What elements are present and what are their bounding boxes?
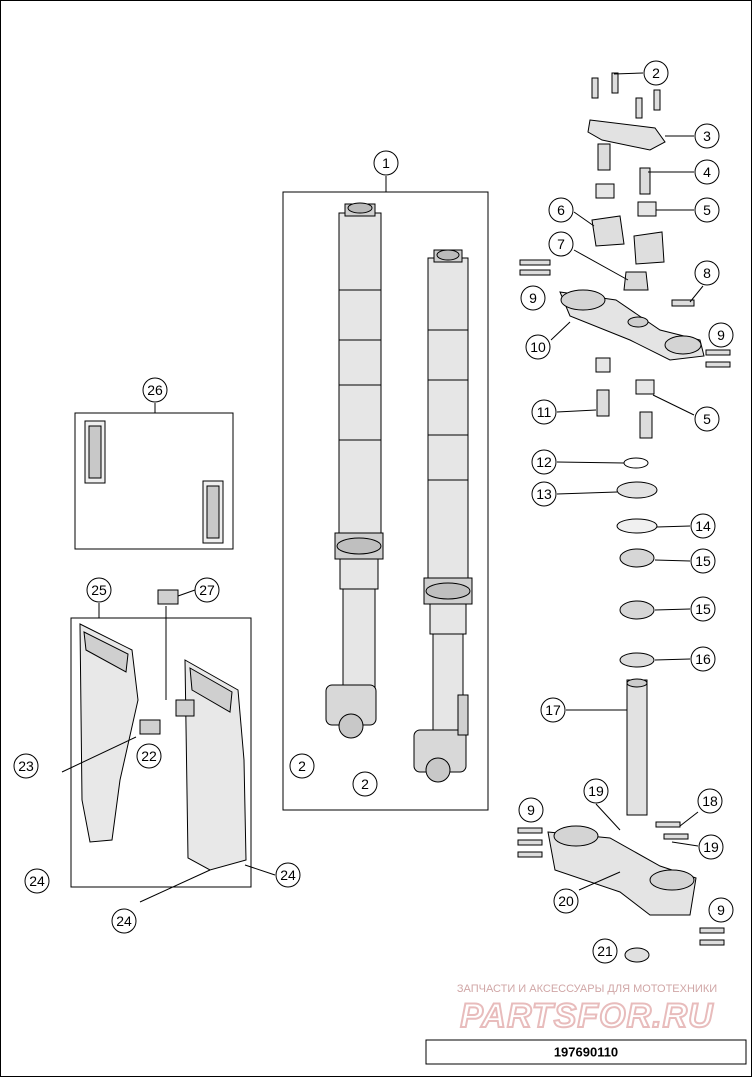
svg-text:17: 17 [545, 702, 561, 718]
svg-text:4: 4 [703, 164, 711, 180]
svg-text:13: 13 [536, 486, 552, 502]
fork-guards [79, 589, 247, 871]
callout-14: 14 [690, 513, 716, 539]
svg-text:2: 2 [361, 776, 369, 792]
callout-9d: 9 [708, 897, 734, 923]
callout-5b: 5 [694, 406, 720, 432]
callout-15a: 15 [690, 548, 716, 574]
svg-text:23: 23 [18, 758, 34, 774]
callout-8: 8 [694, 260, 720, 286]
callout-1: 1 [373, 150, 399, 176]
svg-text:26: 26 [147, 382, 163, 398]
fork-stickers [84, 420, 224, 544]
svg-text:5: 5 [703, 411, 711, 427]
svg-text:7: 7 [557, 236, 565, 252]
svg-text:19: 19 [588, 783, 604, 799]
svg-text:21: 21 [597, 943, 613, 959]
svg-text:22: 22 [141, 748, 157, 764]
callout-24a: 24 [24, 868, 50, 894]
upper-triple-clamp [559, 289, 731, 368]
svg-text:10: 10 [530, 339, 546, 355]
fork-leg-right [413, 249, 473, 783]
callout-12: 12 [531, 449, 557, 475]
svg-text:12: 12 [536, 454, 552, 470]
callout-10: 10 [525, 334, 551, 360]
steering-stem-parts [595, 357, 658, 816]
svg-text:2: 2 [298, 758, 306, 774]
callout-21: 21 [592, 938, 618, 964]
svg-text:19: 19 [703, 839, 719, 855]
svg-text:11: 11 [537, 404, 552, 420]
fork-guard-box [70, 617, 252, 888]
lower-triple-clamp [517, 821, 725, 963]
svg-text:24: 24 [280, 867, 296, 883]
callout-27: 27 [194, 577, 220, 603]
callout-2c: 2 [352, 771, 378, 797]
callout-18: 18 [697, 788, 723, 814]
callout-9c: 9 [518, 797, 544, 823]
callout-25: 25 [86, 577, 112, 603]
watermark-subtitle: ЗАПЧАСТИ И АКСЕССУАРЫ ДЛЯ МОТОТЕХНИКИ [457, 983, 717, 995]
callout-4: 4 [694, 159, 720, 185]
handlebar-clamp-parts [519, 72, 695, 307]
svg-text:15: 15 [695, 553, 711, 569]
svg-text:1: 1 [382, 155, 390, 171]
watermark-logo: PARTSFOR.RU [460, 997, 714, 1035]
callout-23: 23 [13, 753, 39, 779]
callout-11: 11 [531, 399, 557, 425]
callout-15b: 15 [690, 596, 716, 622]
footer-code: 197690110 [554, 1045, 618, 1060]
svg-text:16: 16 [695, 651, 711, 667]
callout-26: 26 [142, 377, 168, 403]
callout-5a: 5 [694, 197, 720, 223]
svg-text:24: 24 [116, 913, 132, 929]
svg-text:15: 15 [695, 601, 711, 617]
callout-9a: 9 [520, 285, 546, 311]
callout-6: 6 [548, 197, 574, 223]
svg-text:8: 8 [703, 265, 711, 281]
callout-9b: 9 [708, 322, 734, 348]
svg-text:6: 6 [557, 202, 565, 218]
callout-3: 3 [694, 123, 720, 149]
svg-text:20: 20 [558, 893, 574, 909]
svg-text:9: 9 [717, 327, 725, 343]
callout-13: 13 [531, 481, 557, 507]
svg-text:2: 2 [652, 65, 660, 81]
svg-text:5: 5 [703, 202, 711, 218]
callout-22: 22 [136, 743, 162, 769]
footer-code-box [425, 1039, 747, 1065]
callout-16: 16 [690, 646, 716, 672]
callout-20: 20 [553, 888, 579, 914]
svg-text:18: 18 [702, 793, 718, 809]
callout-17: 17 [540, 697, 566, 723]
svg-text:27: 27 [199, 582, 215, 598]
svg-text:24: 24 [29, 873, 45, 889]
leader-lines [61, 72, 704, 903]
svg-text:9: 9 [527, 802, 535, 818]
callout-24c: 24 [111, 908, 137, 934]
callout-2a: 2 [643, 60, 669, 86]
callout-19b: 19 [698, 834, 724, 860]
svg-text:9: 9 [717, 902, 725, 918]
fork-leg-left [325, 202, 384, 739]
svg-text:3: 3 [703, 128, 711, 144]
callout-2b: 2 [289, 753, 315, 779]
callout-24b: 24 [275, 862, 301, 888]
callout-7: 7 [548, 231, 574, 257]
svg-text:14: 14 [695, 518, 711, 534]
fork-sticker-box [74, 412, 234, 550]
callout-19a: 19 [583, 778, 609, 804]
svg-text:9: 9 [529, 290, 537, 306]
svg-text:25: 25 [91, 582, 107, 598]
